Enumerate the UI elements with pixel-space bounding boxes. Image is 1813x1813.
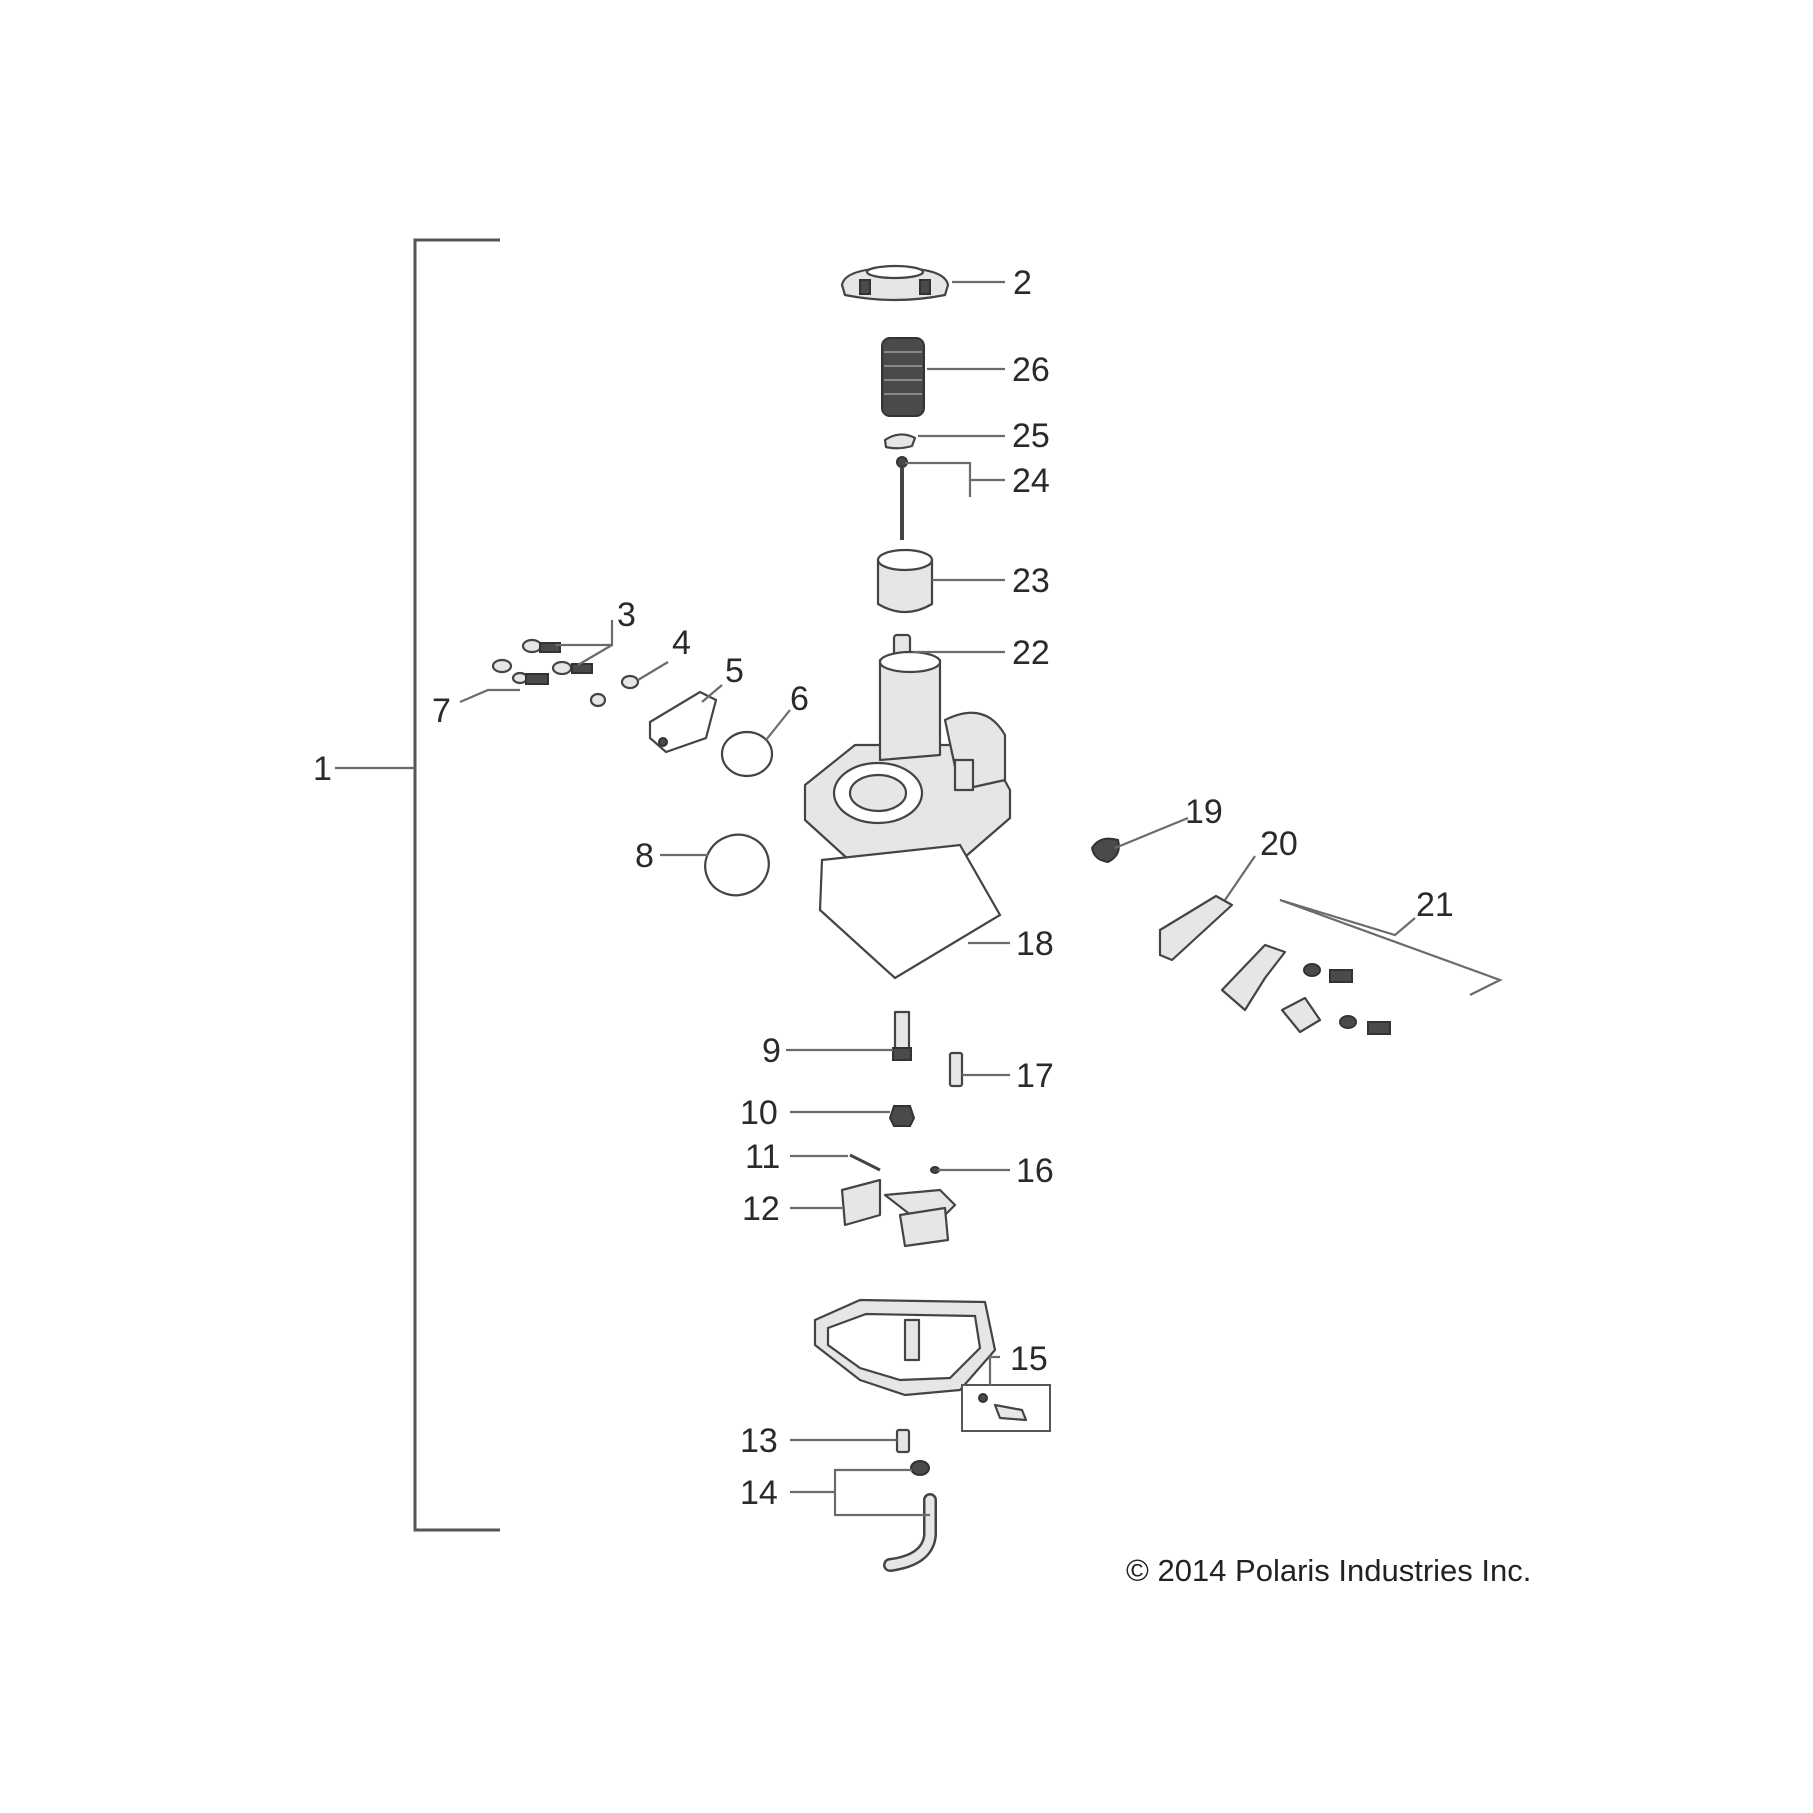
part-nut-10: [888, 1105, 916, 1127]
part-screw-15: [961, 1384, 1051, 1432]
callout-6: 6: [790, 680, 809, 718]
part-tube-14: [883, 1460, 937, 1572]
callout-15: 15: [1010, 1340, 1048, 1378]
callout-3: 3: [617, 596, 636, 634]
part-cap: [840, 264, 950, 302]
callout-5: 5: [725, 652, 744, 690]
part-carburetor-body: [803, 650, 1012, 882]
callout-14: 14: [740, 1474, 778, 1512]
copyright-text: © 2014 Polaris Industries Inc.: [1126, 1553, 1532, 1588]
callout-8: 8: [635, 837, 654, 875]
part-float-bowl: [813, 1298, 997, 1397]
callout-2: 2: [1013, 264, 1032, 302]
part-screw-16: [930, 1166, 940, 1174]
part-float-12: [840, 1178, 957, 1248]
part-o-ring-6: [720, 730, 774, 778]
part-valve-9: [892, 1010, 912, 1061]
callout-19: 19: [1185, 793, 1223, 831]
part-spring: [881, 337, 925, 417]
part-gasket-5: [648, 690, 718, 754]
callout-4: 4: [672, 624, 691, 662]
callout-21: 21: [1416, 886, 1454, 924]
callout-20: 20: [1260, 825, 1298, 863]
part-screw-13: [895, 1428, 911, 1454]
part-clip: [883, 433, 917, 450]
part-o-ring-8: [704, 833, 770, 897]
leader-lines: [459, 280, 1503, 1517]
part-jet-17: [948, 1051, 964, 1088]
part-pin-11: [849, 1153, 881, 1172]
callout-11: 11: [745, 1138, 780, 1176]
callout-23: 23: [1012, 562, 1050, 600]
part-choke-21: [1220, 943, 1391, 1035]
callout-12: 12: [742, 1190, 780, 1228]
part-gasket-18: [818, 843, 1002, 980]
assembly-bracket: [335, 238, 500, 1532]
callout-24: 24: [1012, 462, 1050, 500]
callout-16: 16: [1016, 1152, 1054, 1190]
callout-17: 17: [1016, 1057, 1054, 1095]
callout-18: 18: [1016, 925, 1054, 963]
callout-labels: 1 2 26 25 24 23 22 3 4 5 6 7 8 19 20 21 …: [313, 264, 1454, 1512]
callout-10: 10: [740, 1094, 778, 1132]
callout-1: 1: [313, 750, 332, 788]
callout-25: 25: [1012, 417, 1050, 455]
callout-22: 22: [1012, 634, 1050, 672]
part-screws-3: [521, 638, 593, 676]
part-spring-19: [1090, 837, 1120, 864]
part-washer-4: [589, 674, 640, 708]
callout-7: 7: [432, 692, 451, 730]
part-lever-20: [1158, 894, 1234, 962]
part-needle: [896, 456, 908, 540]
part-screw-7: [491, 658, 549, 685]
callout-26: 26: [1012, 351, 1050, 389]
callout-13: 13: [740, 1422, 778, 1460]
part-slide: [876, 548, 934, 614]
callout-9: 9: [762, 1032, 781, 1070]
